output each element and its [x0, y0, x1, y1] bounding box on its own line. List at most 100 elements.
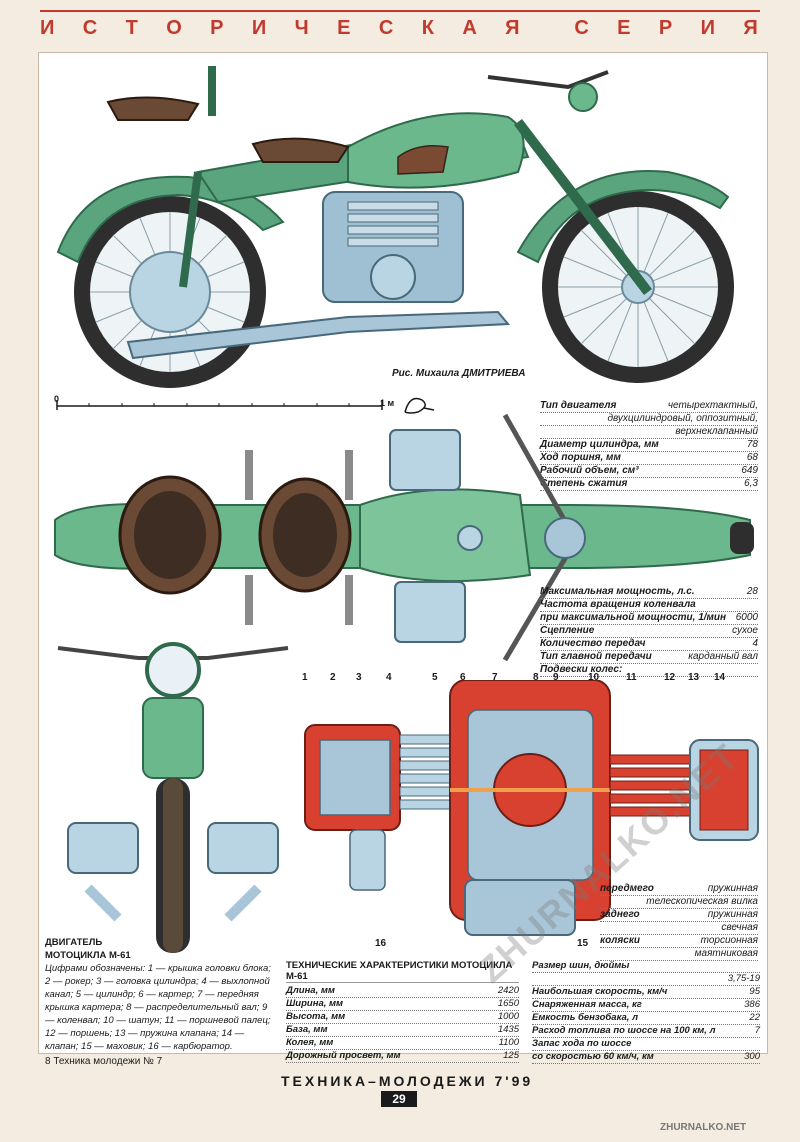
suspension-spec-row-label: заднего — [600, 909, 640, 920]
engine-legend-subtitle: МОТОЦИКЛА М-61 — [45, 950, 131, 961]
power-spec-row-value: 6000 — [735, 612, 758, 623]
engine-legend-title: ДВИГАТЕЛЬ — [45, 937, 103, 948]
header-letter: Я — [743, 17, 760, 39]
performance-spec-row: Запас хода по шоссе — [532, 1038, 760, 1051]
part-number-10: 10 — [588, 672, 600, 683]
tech-spec-row: Высота, мм 1000 — [286, 1011, 519, 1024]
power-spec-row: Частота вращения коленвала — [540, 599, 758, 612]
part-number-14: 14 — [714, 672, 726, 683]
part-number-1: 1 — [302, 672, 308, 683]
performance-spec-row: со скоростью 60 км/ч, км 300 — [532, 1051, 760, 1064]
suspension-spec-row-label: коляски — [600, 935, 641, 946]
tech-spec-row-label: Колея, мм — [286, 1037, 334, 1048]
suspension-spec-row-value: маятниковая — [694, 948, 758, 959]
scale-end: 1 м — [380, 398, 395, 408]
performance-spec-row-label: Снаряженная масса, кг — [532, 999, 642, 1010]
tech-spec-row: Колея, мм 1100 — [286, 1037, 519, 1050]
engine-spec-row-label: Тип двигателя — [540, 400, 617, 411]
performance-spec-row-value: 7 — [754, 1025, 760, 1036]
power-spec-row-value: сухое — [732, 625, 758, 636]
suspension-spec-row: свечная — [600, 922, 758, 935]
engine-spec-row-value: 78 — [746, 439, 758, 450]
tech-spec-row-label: Длина, мм — [286, 985, 335, 996]
performance-spec-row-value: 300 — [744, 1051, 760, 1062]
header-letter: Е — [617, 17, 633, 39]
engine-cutaway — [304, 680, 759, 936]
engine-legend: ДВИГАТЕЛЬ МОТОЦИКЛА М-61 Цифрами обознач… — [45, 936, 273, 1053]
power-spec-row-label: Тип главной передачи — [540, 651, 652, 662]
header-letter: О — [166, 17, 184, 39]
performance-spec-row-label: со скоростью 60 км/ч, км — [532, 1051, 654, 1062]
watermark-small: ZHURNALKO.NET — [660, 1122, 747, 1133]
power-spec-row-label: Максимальная мощность, л.с. — [540, 586, 695, 597]
header-letter: Р — [210, 17, 226, 39]
power-spec-row-value: 4 — [752, 638, 758, 649]
tech-spec-row-label: Ширина, мм — [286, 998, 344, 1009]
header-letter: И — [40, 17, 57, 39]
tech-spec-row-value: 1100 — [498, 1037, 519, 1048]
part-number-13: 13 — [688, 672, 700, 683]
engine-spec-row-label: Степень сжатия — [540, 478, 628, 489]
power-spec-row: Подвески колес: — [540, 664, 758, 677]
performance-spec-row-label: Расход топлива по шоссе на 100 км, л — [532, 1025, 716, 1036]
performance-spec-row-label: Наибольшая скорость, км/ч — [532, 986, 668, 997]
header-letter: К — [421, 17, 436, 39]
header-letter: Я — [505, 17, 522, 39]
scale-start: 0 — [54, 394, 60, 404]
artist-signature — [404, 397, 435, 414]
engine-spec-row-value: 649 — [741, 465, 758, 476]
header-letter: Е — [337, 17, 353, 39]
power-spec-row: Максимальная мощность, л.с. 28 — [540, 586, 758, 599]
header-letter: С — [378, 17, 396, 39]
engine-spec-row-value: двухцилиндровый, оппозитный, — [607, 413, 758, 424]
performance-spec-row: Расход топлива по шоссе на 100 км, л 7 — [532, 1025, 760, 1038]
part-number-8: 8 — [533, 672, 539, 683]
performance-spec-row-label: Запас хода по шоссе — [532, 1038, 632, 1049]
header-letter: И — [251, 17, 269, 39]
performance-spec-row: Снаряженная масса, кг 386 — [532, 999, 760, 1012]
suspension-spec-row-label: передмего — [600, 883, 654, 894]
performance-spec-row-value: 3,75-19 — [727, 973, 760, 984]
power-spec-row-value: 28 — [746, 586, 758, 597]
performance-spec-row-value: 22 — [749, 1012, 760, 1023]
tech-spec-title: ТЕХНИЧЕСКИЕ ХАРАКТЕРИСТИКИ МОТОЦИКЛА М-6… — [286, 960, 519, 983]
power-spec-row-label: Подвески колес: — [540, 664, 623, 675]
header-letter: А — [462, 17, 479, 39]
tech-spec-row-label: База, мм — [286, 1024, 328, 1035]
scale-bar — [56, 400, 383, 410]
header-letter: С — [574, 17, 591, 39]
performance-spec-row-value: 386 — [744, 999, 760, 1010]
tech-spec-row-label: Высота, мм — [286, 1011, 346, 1022]
suspension-spec-row-value: телескопическая вилка — [646, 896, 758, 907]
part-number-16: 16 — [375, 938, 387, 949]
engine-spec-row-value: верхнеклапанный — [675, 426, 758, 437]
footer-note: 8 Техника молодежи № 7 — [45, 1056, 163, 1067]
power-spec-row-label: Сцепление — [540, 625, 595, 636]
illustration-credit: Рис. Михаила ДМИТРИЕВА — [392, 368, 526, 379]
suspension-spec-row-value: пружинная — [707, 909, 758, 920]
tech-spec-row-value: 125 — [503, 1050, 519, 1061]
part-number-7: 7 — [492, 672, 498, 683]
magazine-title: ТЕХНИКА–МОЛОДЕЖИ 7'99 — [281, 1073, 534, 1089]
performance-spec-row: Размер шин, дюймы — [532, 960, 760, 973]
header-rule — [40, 10, 760, 12]
tech-spec-row-value: 1000 — [497, 1011, 519, 1022]
part-number-15: 15 — [577, 938, 589, 949]
performance-spec-row-label: Размер шин, дюймы — [532, 960, 630, 971]
power-spec-row: Сцепление сухое — [540, 625, 758, 638]
